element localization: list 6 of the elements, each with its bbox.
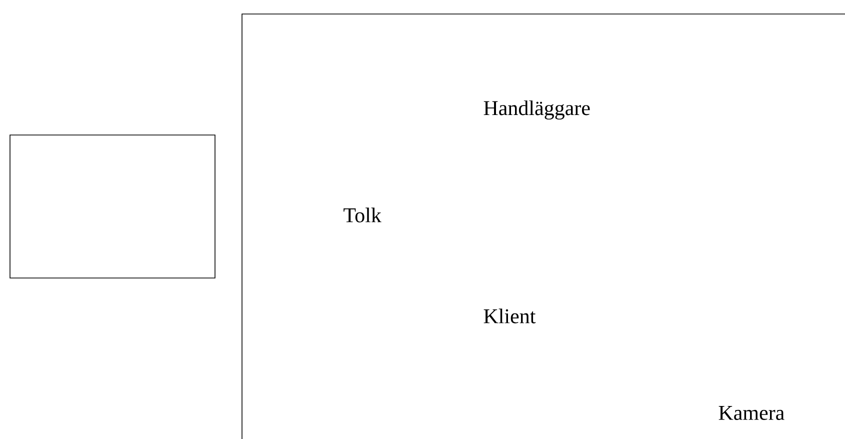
label: Handläggare: [484, 100, 590, 120]
label: Tolk: [344, 208, 382, 222]
room-outline: [242, 14, 845, 439]
empty-box: [10, 134, 216, 278]
label: Klient: [484, 308, 536, 324]
label: Kamera: [718, 406, 784, 420]
